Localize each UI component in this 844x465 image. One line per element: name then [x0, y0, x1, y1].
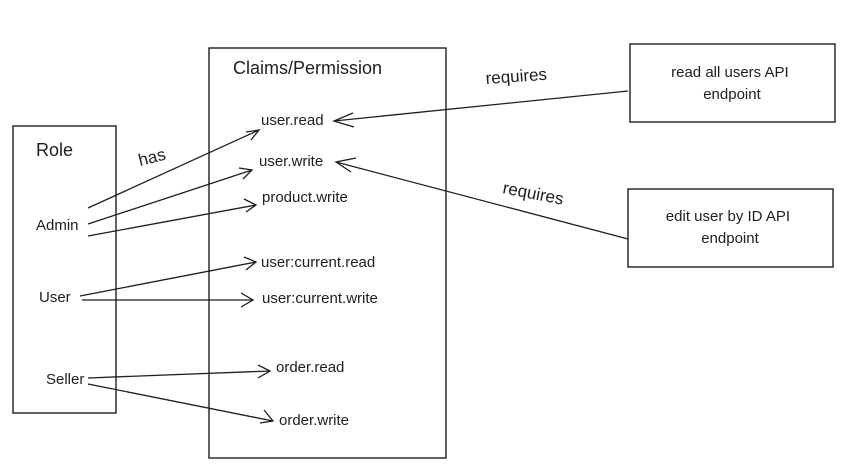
role-box-title: Role	[36, 140, 73, 160]
endpoint-box-edit-user-by-id	[627, 188, 834, 268]
endpoint-label-edit-user-by-id: edit user by ID API endpoint	[666, 208, 794, 247]
claims-box-title: Claims/Permission	[233, 58, 382, 78]
edge-admin-user-read	[87, 129, 260, 209]
edge-admin-user-write	[87, 169, 253, 225]
role-claim-edges	[79, 129, 275, 424]
edge-read-all-users-user-read	[333, 90, 629, 122]
arrowhead-seller-order-write	[259, 409, 275, 424]
claim-user-read: user.read	[261, 112, 324, 129]
arrowhead-admin-user-read	[245, 129, 261, 141]
claim-user-write: user.write	[259, 153, 323, 170]
edge-label-has: has	[136, 145, 167, 170]
edge-user-current-read	[79, 261, 257, 297]
claims-box	[208, 47, 447, 459]
edge-edit-user-user-write	[335, 161, 629, 240]
endpoint-claim-edges	[332, 90, 629, 240]
arrowhead-user-current-write	[240, 292, 255, 308]
arrowhead-admin-product-write	[243, 198, 258, 213]
edge-seller-order-write	[87, 383, 274, 422]
edge-seller-order-read	[87, 370, 271, 379]
role-user: User	[39, 289, 71, 306]
role-box	[12, 125, 117, 414]
claim-order-read: order.read	[276, 359, 344, 376]
endpoint-label-read-all-users: read all users API endpoint	[671, 64, 793, 103]
arrowhead-edit-user-user-write	[334, 157, 357, 173]
claim-order-write: order.write	[279, 412, 349, 429]
edge-label-requires-top: requires	[485, 65, 548, 88]
claim-product-write: product.write	[262, 189, 348, 206]
arrowhead-user-current-read	[243, 256, 258, 271]
arrowhead-admin-user-write	[238, 167, 254, 180]
arrowhead-seller-order-read	[257, 364, 272, 379]
endpoint-box-read-all-users	[629, 43, 836, 123]
edge-label-requires-bottom: requires	[501, 178, 565, 208]
claim-user-current-read: user:current.read	[261, 254, 375, 271]
arrowhead-read-all-users-user-read	[332, 112, 355, 128]
role-seller: Seller	[46, 371, 84, 388]
claim-user-current-write: user:current.write	[262, 290, 378, 307]
role-admin: Admin	[36, 217, 79, 234]
edge-admin-product-write	[87, 204, 257, 237]
